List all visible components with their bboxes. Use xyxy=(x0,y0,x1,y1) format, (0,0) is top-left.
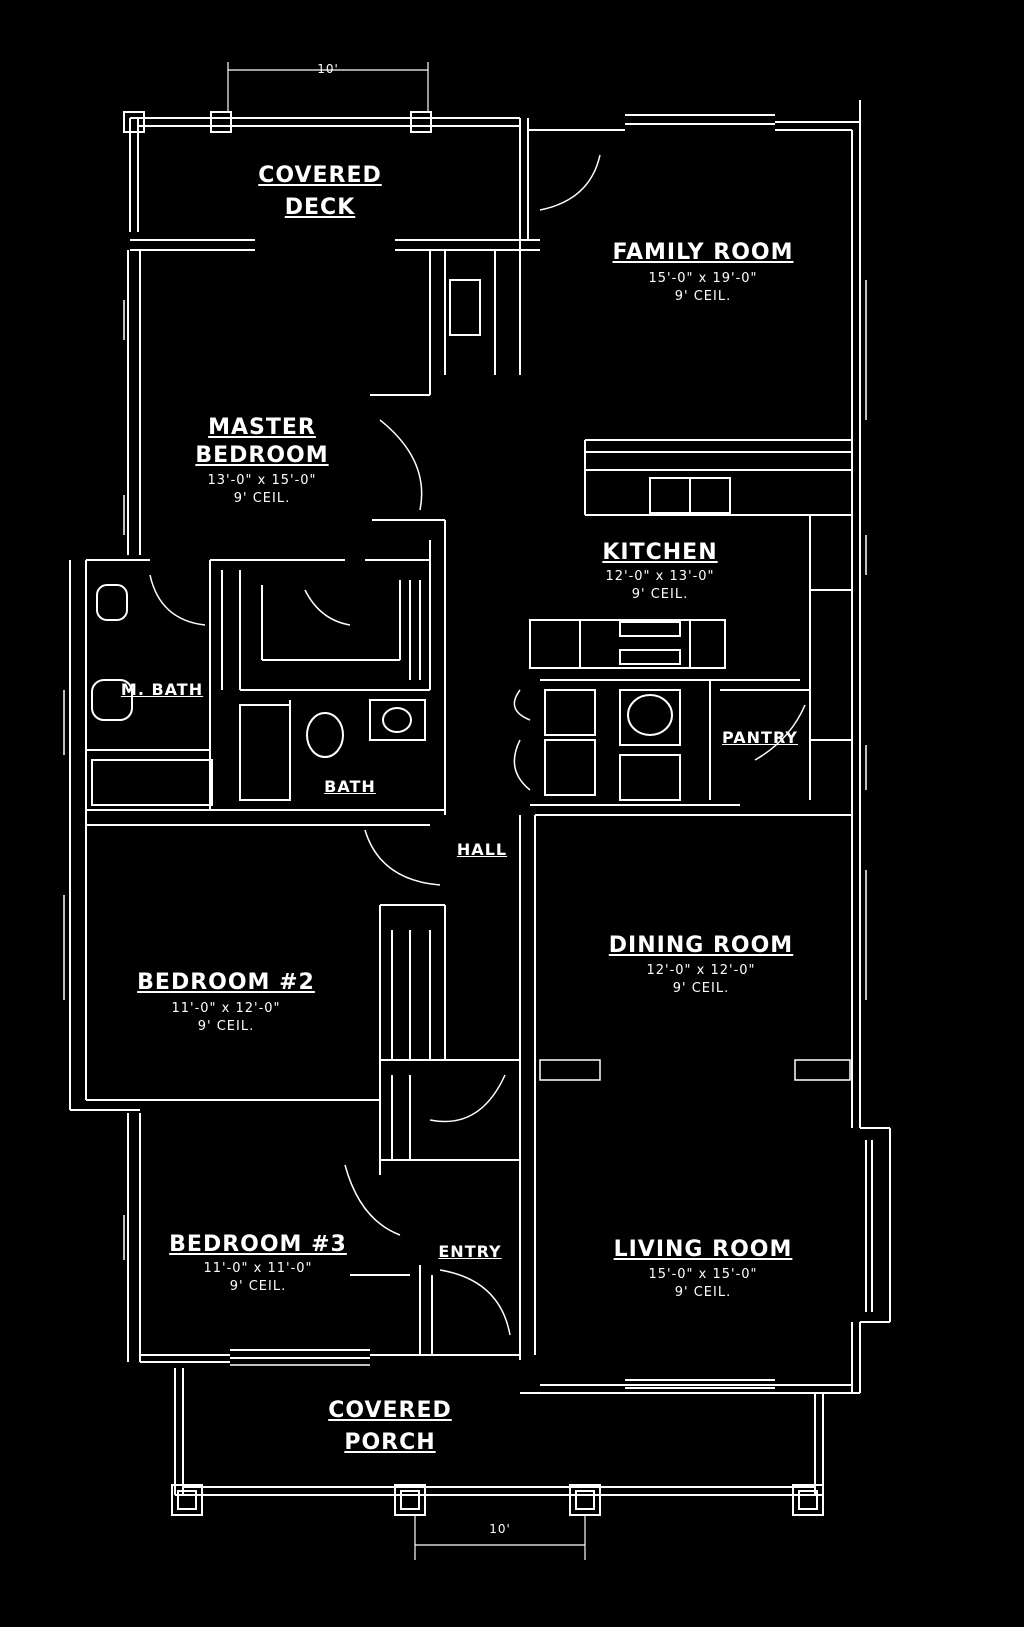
family-room-ceiling: 9' CEIL. xyxy=(674,289,732,304)
master-bedroom-ceiling: 9' CEIL. xyxy=(233,491,291,506)
bedroom-2-dimensions: 11'-0" x 12'-0" xyxy=(171,1001,281,1016)
master-bedroom-dimensions: 13'-0" x 15'-0" xyxy=(207,473,317,488)
family-room-dimensions: 15'-0" x 19'-0" xyxy=(648,271,758,286)
kitchen-ceiling: 9' CEIL. xyxy=(631,587,689,602)
bottom-dimension-label: 10' xyxy=(489,1522,511,1536)
covered-porch-label-2: PORCH xyxy=(344,1430,436,1455)
dining-room-label: DINING ROOM xyxy=(608,933,794,958)
dimension-lines xyxy=(227,62,586,1560)
family-room-label: FAMILY ROOM xyxy=(612,240,794,265)
hall-label: HALL xyxy=(456,840,508,859)
dining-room-ceiling: 9' CEIL. xyxy=(672,981,730,996)
pantry-label: PANTRY xyxy=(722,728,798,747)
living-room-ceiling: 9' CEIL. xyxy=(674,1285,732,1300)
interior-walls xyxy=(86,250,852,1360)
covered-deck-label: COVERED xyxy=(258,163,382,188)
covered-porch-label: COVERED xyxy=(328,1398,452,1423)
bath-label: BATH xyxy=(324,777,376,796)
exterior-walls xyxy=(69,100,891,1516)
bedroom-2-label: BEDROOM #2 xyxy=(137,970,315,995)
column-openings xyxy=(539,1059,851,1081)
bedroom-3-ceiling: 9' CEIL. xyxy=(229,1279,287,1294)
covered-deck-label-2: DECK xyxy=(284,195,356,220)
living-room-label: LIVING ROOM xyxy=(613,1237,793,1262)
master-bath-label: M. BATH xyxy=(120,680,204,699)
bedroom-3-label: BEDROOM #3 xyxy=(169,1232,347,1257)
kitchen-label: KITCHEN xyxy=(602,540,718,565)
entry-label: ENTRY xyxy=(438,1242,502,1261)
master-bedroom-label-2: BEDROOM xyxy=(195,443,329,468)
kitchen-dimensions: 12'-0" x 13'-0" xyxy=(605,569,715,584)
bedroom-3-dimensions: 11'-0" x 11'-0" xyxy=(203,1261,313,1276)
bedroom-2-ceiling: 9' CEIL. xyxy=(197,1019,255,1034)
doors xyxy=(149,154,806,1336)
top-dimension-label: 10' xyxy=(317,62,339,76)
dining-room-dimensions: 12'-0" x 12'-0" xyxy=(646,963,756,978)
windows xyxy=(63,280,867,1366)
master-bedroom-label: MASTER xyxy=(208,415,316,440)
living-room-dimensions: 15'-0" x 15'-0" xyxy=(648,1267,758,1282)
